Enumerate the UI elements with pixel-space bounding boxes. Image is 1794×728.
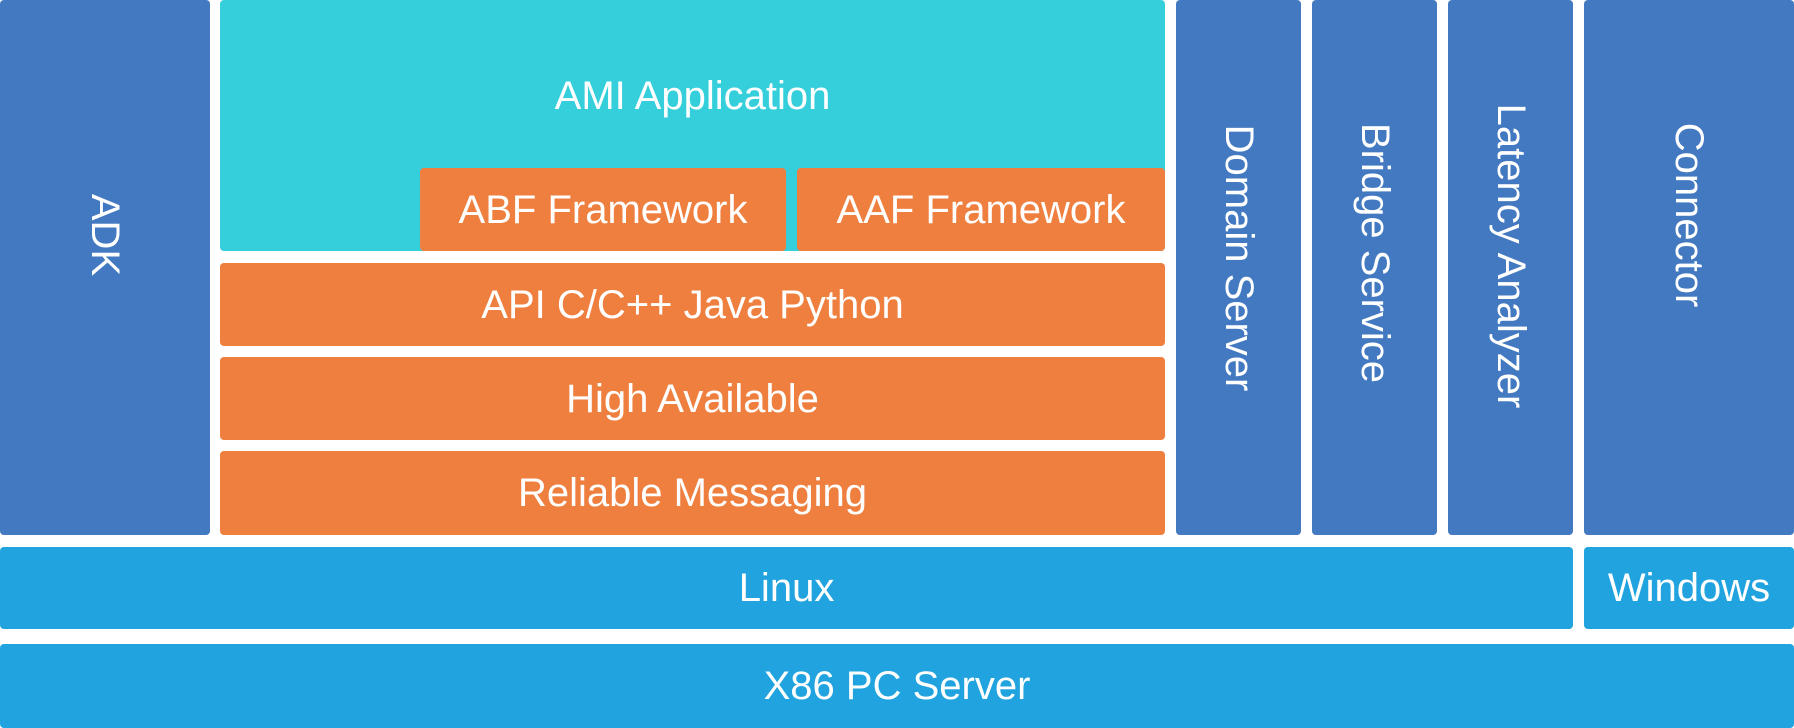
windows-block: Windows bbox=[1584, 547, 1794, 629]
connector-label: Connector bbox=[1667, 122, 1711, 308]
adk-label: ADK bbox=[83, 193, 127, 277]
aaf-framework-label: AAF Framework bbox=[836, 187, 1126, 232]
linux-label: Linux bbox=[738, 566, 835, 610]
api-block: API C/C++ Java Python bbox=[220, 263, 1165, 346]
abf-framework-block: ABF Framework bbox=[420, 168, 786, 251]
ami-application-label: AMI Application bbox=[554, 74, 831, 118]
reliable-messaging-block: Reliable Messaging bbox=[220, 451, 1165, 535]
linux-block: Linux bbox=[0, 547, 1573, 629]
latency-analyzer-label: Latency Analyzer bbox=[1488, 103, 1533, 409]
api-label: API C/C++ Java Python bbox=[481, 282, 904, 327]
x86-pc-server-block: X86 PC Server bbox=[0, 644, 1794, 728]
connector-block: Connector bbox=[1584, 0, 1794, 535]
domain-server-block: Domain Server bbox=[1176, 0, 1301, 535]
aaf-framework-block: AAF Framework bbox=[797, 168, 1165, 251]
high-available-label: High Available bbox=[566, 376, 819, 421]
bridge-service-label: Bridge Service bbox=[1352, 122, 1397, 384]
x86-pc-server-label: X86 PC Server bbox=[763, 664, 1031, 708]
reliable-messaging-label: Reliable Messaging bbox=[517, 471, 868, 515]
high-available-block: High Available bbox=[220, 357, 1165, 440]
latency-analyzer-block: Latency Analyzer bbox=[1448, 0, 1573, 535]
bridge-service-block: Bridge Service bbox=[1312, 0, 1437, 535]
domain-server-label: Domain Server bbox=[1216, 124, 1261, 392]
adk-block: ADK bbox=[0, 0, 210, 535]
abf-framework-label: ABF Framework bbox=[458, 187, 748, 232]
windows-label: Windows bbox=[1607, 566, 1771, 610]
